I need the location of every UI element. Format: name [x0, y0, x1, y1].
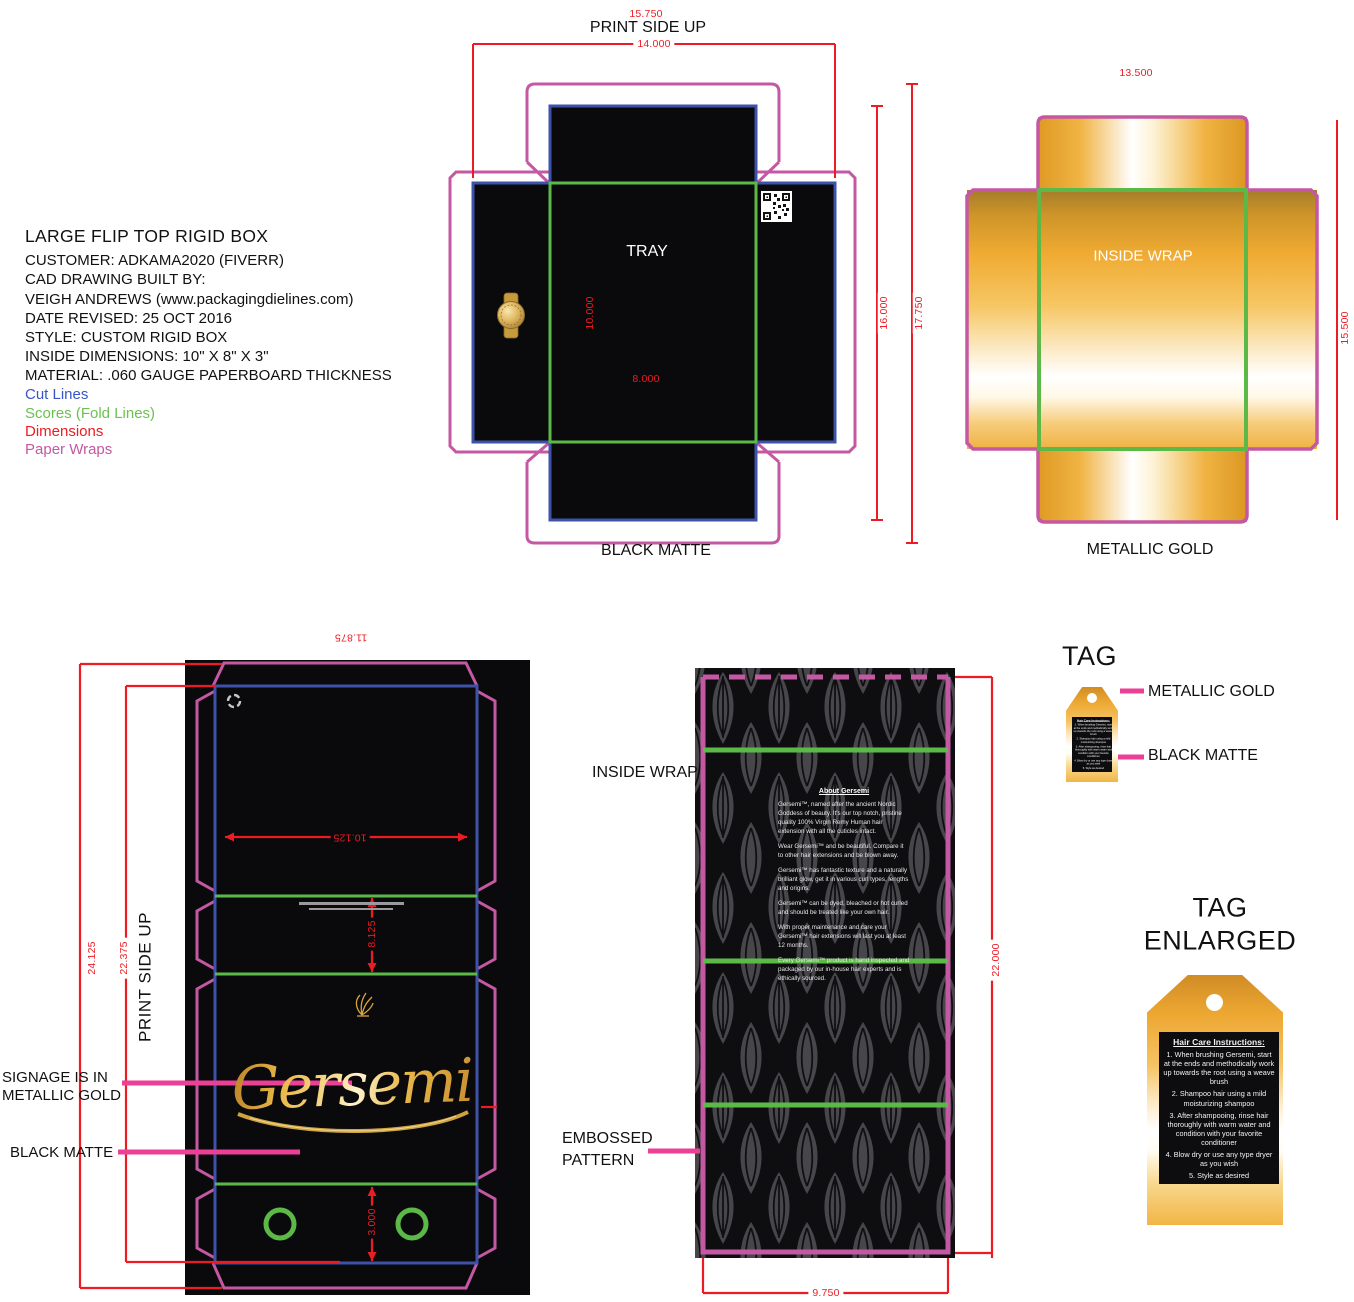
- fine-print: [296, 902, 406, 913]
- tag-callout-matte: BLACK MATTE: [1148, 747, 1258, 764]
- gold-wrap-label: INSIDE WRAP: [1093, 247, 1193, 265]
- tag-enlarged-heading-line1: TAG: [1192, 892, 1248, 923]
- front-wrap-dieline: [78, 660, 530, 1295]
- about-paragraph: Wear Gersemi™ and be beautiful. Compare …: [778, 842, 904, 859]
- tray-dim-inner-width: 14.000: [633, 37, 675, 51]
- info-dimensions: INSIDE DIMENSIONS: 10" X 8" X 3": [25, 348, 269, 365]
- tag-hole: [1087, 693, 1097, 703]
- about-paragraph: With proper maintenance and care your Ge…: [778, 923, 906, 949]
- callout-signage-line2: METALLIC GOLD: [2, 1087, 121, 1104]
- tag-small: Hair Care Instructions: 1. When brushing…: [1066, 687, 1118, 782]
- callout-embossed-line1: EMBOSSED: [562, 1130, 653, 1147]
- gold-wrap-dieline: [965, 115, 1338, 524]
- gold-wrap-material-label: METALLIC GOLD: [1086, 541, 1214, 558]
- tag-card-title: Hair Care Instructions:: [1173, 1037, 1265, 1047]
- tag-hole: [1206, 994, 1223, 1011]
- tray-print-side-up: PRINT SIDE UP: [589, 19, 707, 36]
- gold-seal: [497, 292, 525, 339]
- tag-instruction: 5. Style as desired: [1188, 1171, 1250, 1181]
- about-gersemi-panel: About Gersemi Gersemi™, named after the …: [778, 788, 910, 990]
- recycle-icon: [226, 693, 242, 709]
- crest-icon: [355, 992, 374, 1017]
- tray-dim-height-inner: 16.000: [877, 292, 891, 334]
- front-wrap-dim-overall-width: 11.875: [334, 631, 368, 644]
- tag-instruction: 4. Blow dry or use any type dryer as you…: [1165, 1150, 1273, 1169]
- front-wrap-print-side-up: PRINT SIDE UP: [135, 912, 155, 1042]
- about-paragraph: Gersemi™, named after the ancient Nordic…: [778, 801, 902, 835]
- tag-heading: TAG: [1062, 641, 1117, 671]
- info-date: DATE REVISED: 25 OCT 2016: [25, 310, 233, 327]
- sheet-title: LARGE FLIP TOP RIGID BOX: [25, 226, 269, 246]
- front-wrap-dim-inner-height: 22.375: [117, 937, 131, 979]
- legend-cut-lines: Cut Lines: [25, 386, 89, 403]
- inside-wrap-dieline: [695, 668, 994, 1295]
- tag-instruction: 1. When brushing Gersemi, start at the e…: [1163, 1050, 1275, 1087]
- info-author: VEIGH ANDREWS (www.packagingdielines.com…: [25, 291, 354, 308]
- gold-wrap-dim-height: 15.500: [1338, 311, 1351, 345]
- inside-wrap-dim-height: 22.000: [989, 939, 1003, 981]
- tag-instruction: 2. Shampoo hair using a mild moisturizin…: [1171, 1089, 1267, 1108]
- front-wrap-dim-side: 8.125: [365, 917, 379, 951]
- callout-embossed-line2: PATTERN: [562, 1152, 635, 1169]
- legend-scores: Scores (Fold Lines): [25, 405, 156, 422]
- qr-code: [761, 191, 792, 222]
- about-paragraph: Gersemi™ can be dyed, bleached or hot cu…: [778, 899, 908, 916]
- info-customer: CUSTOMER: ADKAMA2020 (FIVERR): [25, 252, 284, 269]
- tag-enlarged-panel: Hair Care Instructions: 1. When brushing…: [1159, 1032, 1279, 1184]
- gersemi-logo: Gersemi: [230, 1045, 474, 1125]
- tray-material-label: BLACK MATTE: [601, 542, 711, 559]
- callout-black-matte: BLACK MATTE: [10, 1144, 114, 1161]
- tag-enlarged: Hair Care Instructions: 1. When brushing…: [1147, 975, 1283, 1225]
- legend-dimensions: Dimensions: [25, 423, 104, 440]
- tray-dim-depth: 10.000: [583, 293, 597, 333]
- inside-wrap-dim-width: 9.750: [808, 1286, 844, 1300]
- front-wrap-dim-outer-height: 24.125: [85, 937, 99, 979]
- tray-dim-height-outer: 17.750: [912, 292, 926, 334]
- tray-dieline: [448, 43, 918, 545]
- tag-instruction: 3. After shampooing, rinse hair thorough…: [1167, 1110, 1271, 1147]
- tag-enlarged-heading-line2: ENLARGED: [1143, 925, 1297, 956]
- tag-small-panel: Hair Care Instructions: 1. When brushing…: [1072, 717, 1112, 772]
- about-paragraph: Gersemi™ has fantastic texture and a nat…: [778, 866, 909, 892]
- legend-paper-wraps: Paper Wraps: [25, 441, 113, 458]
- gold-wrap-dim-width: 13.500: [1119, 66, 1153, 79]
- tray-dim-overall-width: 15.750: [629, 7, 663, 20]
- info-material: MATERIAL: .060 GAUGE PAPERBOARD THICKNES…: [25, 367, 392, 384]
- callout-signage-line1: SIGNAGE IS IN: [2, 1069, 108, 1086]
- tag-callout-gold: METALLIC GOLD: [1148, 683, 1275, 700]
- front-wrap-dim-base: 3.000: [365, 1205, 379, 1239]
- front-wrap-dim-lid-width: 10.125: [330, 830, 370, 844]
- tray-label: TRAY: [626, 243, 668, 260]
- leader-lines: [118, 688, 1144, 1155]
- tray-dim-width: 8.000: [629, 372, 663, 386]
- info-cad-by: CAD DRAWING BUILT BY:: [25, 271, 206, 288]
- inside-wrap-label: INSIDE WRAP: [592, 764, 698, 781]
- info-style: STYLE: CUSTOM RIGID BOX: [25, 329, 228, 346]
- tag-small-title: Hair Care Instructions:: [1077, 718, 1110, 722]
- about-paragraph: Every Gersemi™ product is hand inspected…: [778, 956, 910, 982]
- about-title: About Gersemi: [818, 788, 870, 795]
- logo-swoosh: [237, 1110, 469, 1133]
